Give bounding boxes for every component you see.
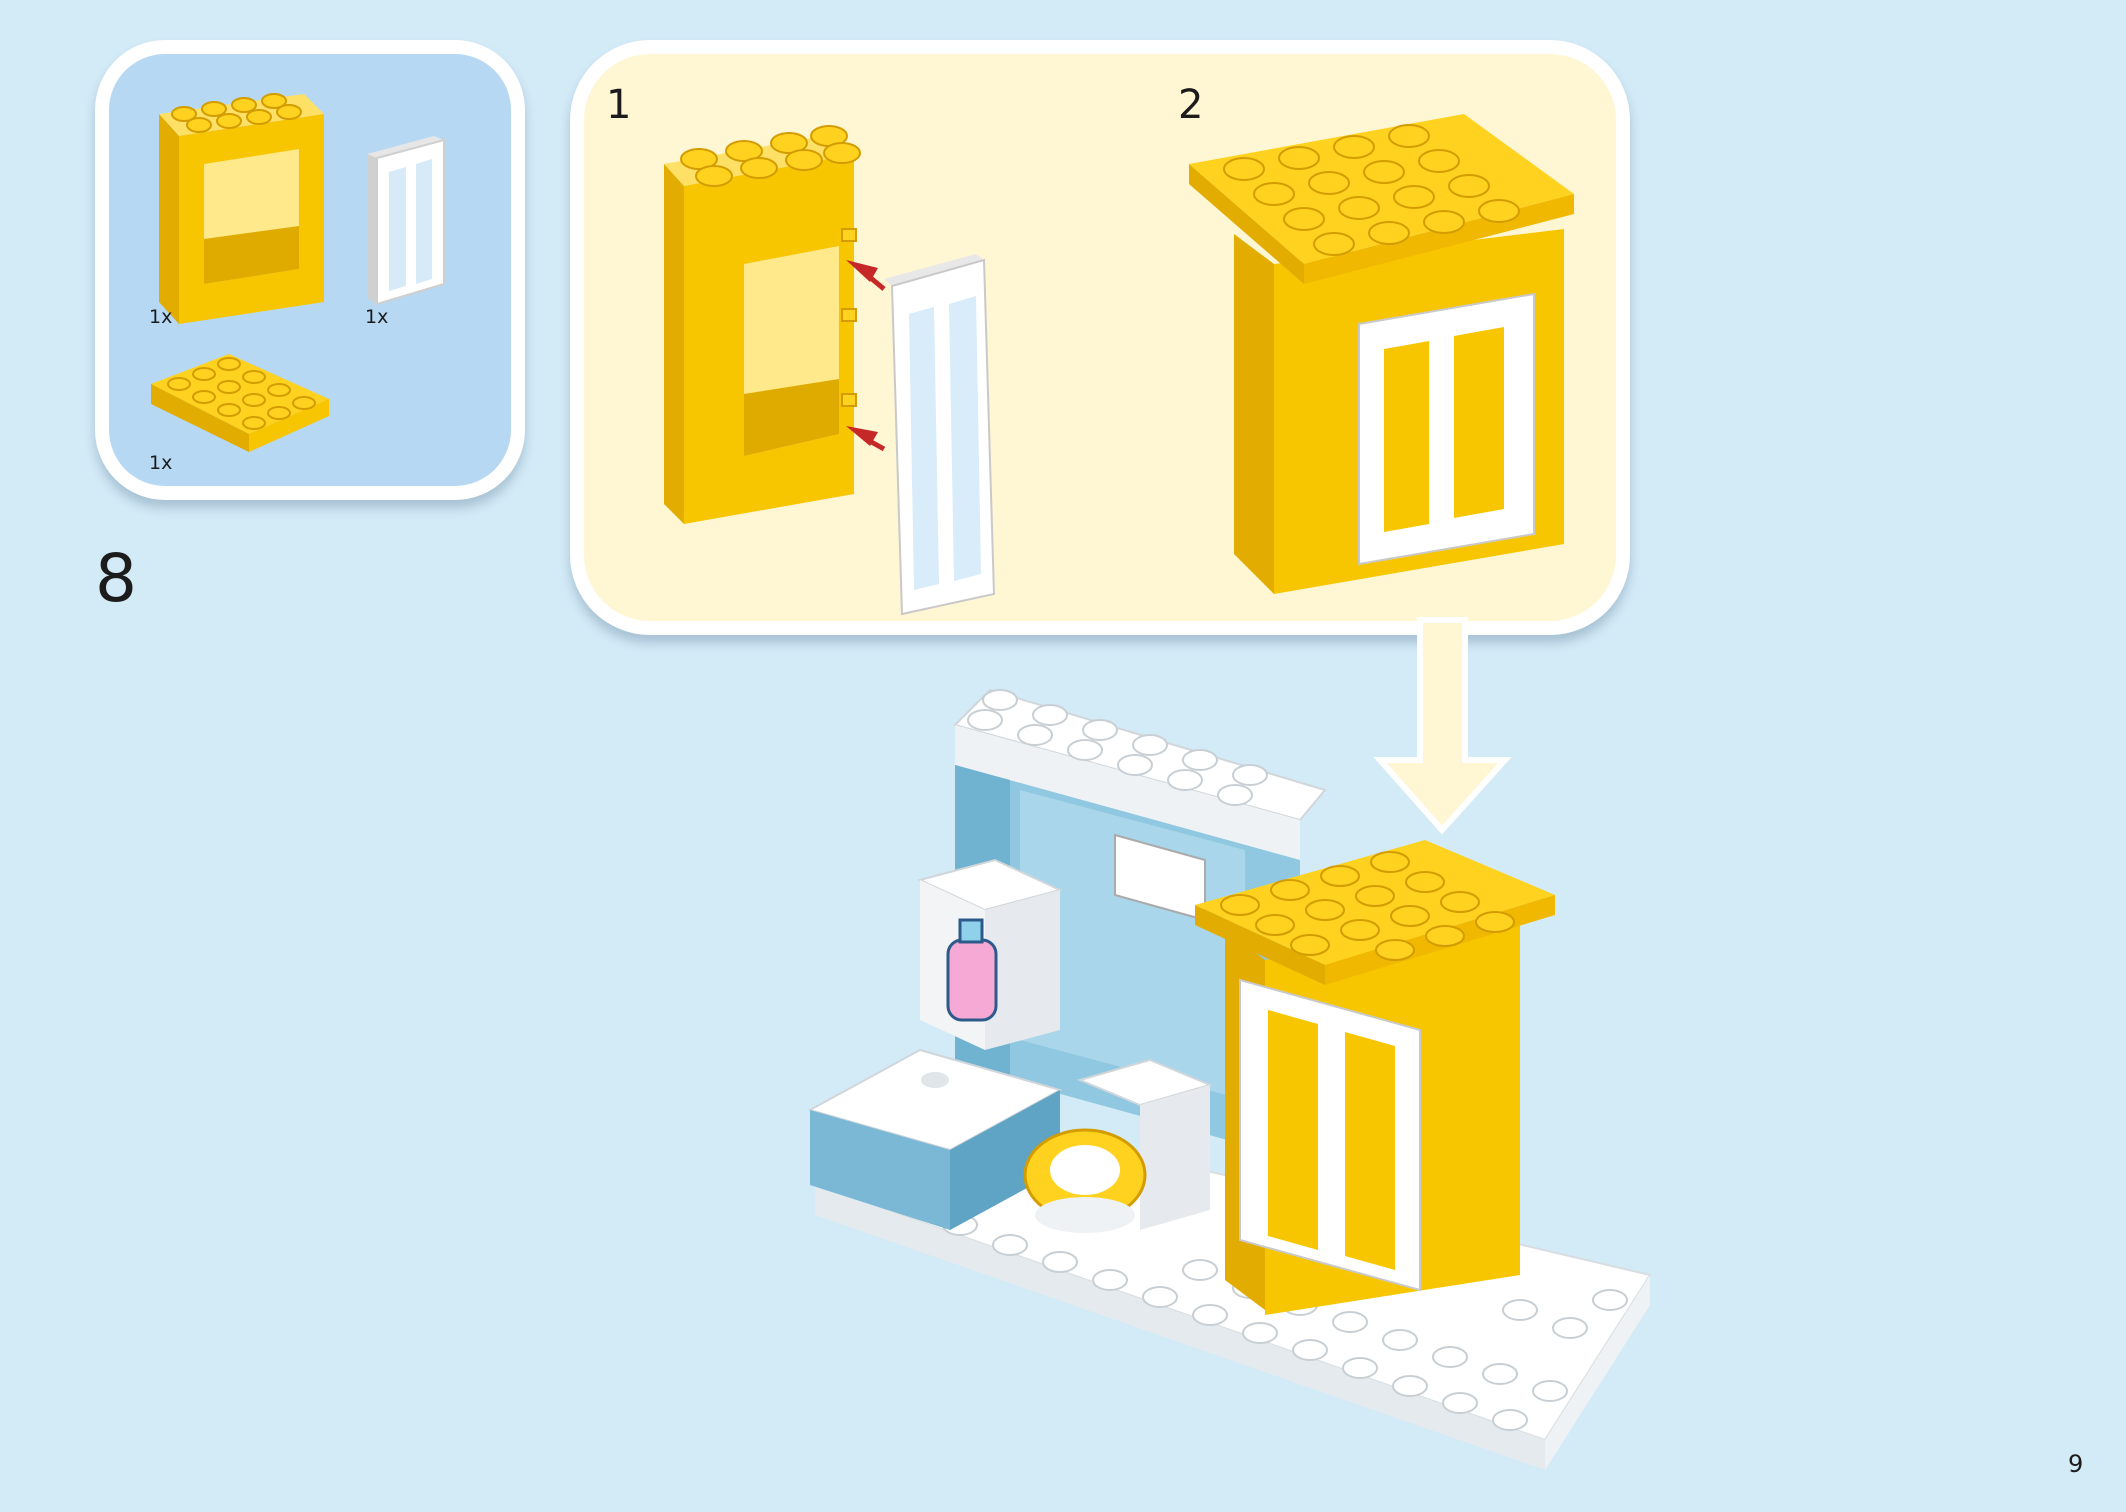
arrow-head — [846, 260, 878, 282]
white-window-part — [367, 136, 445, 306]
soap-bottle — [946, 938, 998, 1022]
step-number: 8 — [95, 540, 137, 617]
callout-inner: 1 2 — [584, 54, 1616, 621]
substep-1-illustration — [664, 125, 996, 616]
substep-number: 2 — [1178, 82, 1204, 128]
part-qty: 1x — [365, 306, 389, 328]
parts-list-inner: 1x 1x 1x — [109, 54, 511, 486]
page-number: 9 — [2068, 1450, 2084, 1478]
down-arrow — [1373, 617, 1512, 835]
substep-2-illustration — [1189, 114, 1574, 594]
arrow-head — [846, 426, 878, 446]
yellow-frame-part — [159, 93, 324, 324]
substep-number: 1 — [606, 82, 632, 128]
parts-list-panel: 1x 1x 1x — [95, 40, 525, 500]
callout-panel: 1 2 — [570, 40, 1630, 635]
part-qty: 1x — [149, 306, 173, 328]
yellow-plate-part — [151, 354, 329, 452]
part-qty: 1x — [149, 452, 173, 474]
